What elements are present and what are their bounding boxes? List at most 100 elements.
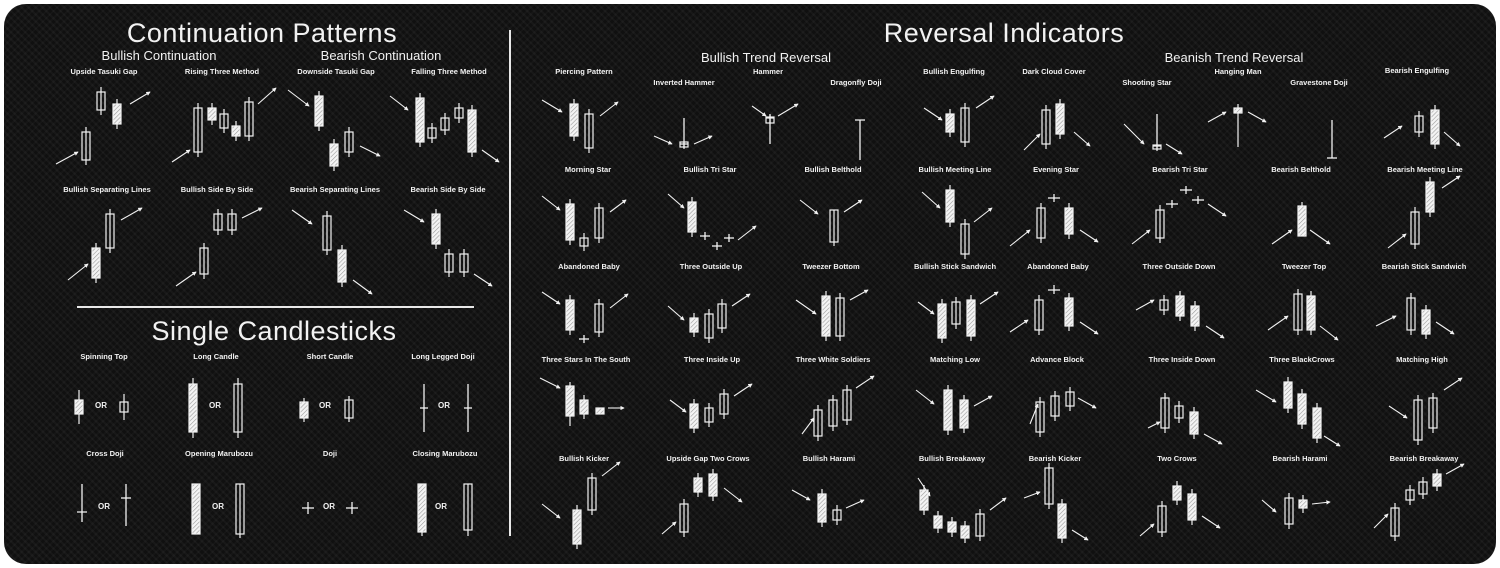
trend-arrow — [799, 199, 819, 215]
bearish-candle — [1306, 295, 1316, 331]
trend-arrow — [359, 145, 381, 157]
bearish-candle — [1430, 109, 1440, 145]
bearish-candle — [595, 407, 605, 415]
trend-arrow — [257, 87, 277, 105]
trend-arrow — [1388, 405, 1408, 419]
bearish-candle — [919, 489, 929, 511]
bullish-trend-reversal-subheading: Bullish Trend Reversal — [700, 50, 832, 65]
trend-arrow — [601, 461, 621, 477]
or-text: OR — [212, 502, 224, 511]
bearish-candle — [1283, 381, 1293, 409]
label-long-candle: Long Candle — [193, 352, 239, 361]
label-bullish-engulfing: Bullish Engulfing — [923, 67, 985, 76]
label-bearish-separating-lines: Bearish Separating Lines — [289, 185, 381, 194]
trend-arrow — [723, 487, 743, 503]
trend-arrow — [1311, 500, 1331, 505]
bearish-continuation-subheading: Bearish Continuation — [320, 48, 442, 63]
bullish-candle — [679, 141, 689, 148]
bearish-candle — [337, 249, 347, 283]
label-spinning-top: Spinning Top — [80, 352, 128, 361]
trend-arrow — [1201, 515, 1221, 529]
bullish-candle — [1065, 391, 1075, 407]
candlestick-illustrations — [55, 87, 1465, 549]
bearish-candle — [1432, 473, 1442, 487]
label-advance-block: Advance Block — [1030, 355, 1084, 364]
trend-arrow — [1435, 321, 1455, 335]
trend-arrow — [737, 225, 757, 241]
bullish-candle — [1410, 211, 1420, 245]
bullish-candle — [1413, 399, 1423, 441]
bullish-candle — [454, 107, 464, 119]
label-tweezer-bottom: Tweezer Bottom — [802, 262, 860, 271]
trend-arrow — [1267, 315, 1289, 331]
bullish-candle — [828, 399, 838, 427]
bearish-candle — [817, 493, 827, 523]
trend-arrow — [733, 383, 753, 397]
bearish-candle — [1297, 205, 1307, 237]
label-three-black-crows: Three BlackCrows — [1269, 355, 1335, 364]
bullish-candle — [344, 131, 354, 153]
bearish-candle — [207, 107, 217, 121]
bearish-candle — [945, 113, 955, 133]
trend-arrow — [989, 497, 1007, 511]
label-bullish-stick-sandwich: Bullish Stick Sandwich — [913, 262, 997, 271]
bullish-candle — [1174, 405, 1184, 419]
label-hanging-man: Hanging Man — [1214, 67, 1262, 76]
label-bullish-harami: Bullish Harami — [802, 454, 856, 463]
bearish-candle — [188, 383, 198, 433]
bearish-candle — [299, 401, 309, 419]
bearish-candle — [689, 403, 699, 429]
label-bearish-tri-star: Bearish Tri Star — [1152, 165, 1208, 174]
bullish-candle — [1035, 401, 1045, 433]
trend-arrow — [667, 193, 685, 209]
label-piercing-pattern: Piercing Pattern — [555, 67, 613, 76]
trend-arrow — [1009, 229, 1031, 247]
trend-arrow — [1079, 229, 1099, 243]
trend-arrow — [973, 207, 993, 223]
trend-arrow — [1375, 315, 1397, 327]
trend-arrow — [1165, 143, 1183, 155]
trend-arrow — [1029, 403, 1039, 425]
bearish-candle — [937, 303, 947, 339]
bearish-candle — [959, 399, 969, 429]
bullish-candle — [227, 213, 237, 231]
label-bearish-kicker: Bearish Kicker — [1028, 454, 1082, 463]
label-three-outside-up: Three Outside Up — [679, 262, 743, 271]
trend-arrow — [801, 417, 815, 435]
bearish-candle — [1064, 297, 1074, 327]
bullish-candle — [1418, 481, 1428, 495]
bullish-candle — [233, 383, 243, 433]
label-bullish-side-by-side: Bullish Side By Side — [180, 185, 254, 194]
bearish-candle — [1425, 181, 1435, 213]
label-opening-marubozu: Opening Marubozu — [185, 449, 253, 458]
trend-arrow — [287, 89, 310, 107]
bullish-candle — [119, 401, 129, 413]
bearish-candle — [1421, 309, 1431, 335]
bearish-candle — [943, 389, 953, 431]
or-text: OR — [435, 502, 447, 511]
trend-arrow — [1203, 433, 1223, 445]
bullish-candle — [960, 223, 970, 255]
label-dragonfly-doji: Dragonfly Doji — [830, 78, 882, 87]
trend-arrow — [120, 207, 143, 221]
label-cross-doji: Cross Doji — [86, 449, 124, 458]
trend-arrow — [667, 305, 685, 321]
bullish-candle — [219, 113, 229, 129]
trend-arrow — [1443, 131, 1461, 147]
bullish-continuation-subheading: Bullish Continuation — [101, 48, 217, 63]
bullish-candle — [213, 213, 223, 231]
trend-arrow — [55, 151, 79, 165]
bullish-candle — [105, 213, 115, 249]
label-bullish-belthold: Bullish Belthold — [804, 165, 862, 174]
bullish-candle — [587, 477, 597, 511]
trend-arrow — [1071, 529, 1089, 541]
bearish-candle — [565, 203, 575, 241]
bearish-candle — [933, 515, 943, 529]
bearish-candle — [1064, 207, 1074, 235]
label-rising-three-method: Rising Three Method — [184, 67, 260, 76]
bullish-candle — [1034, 299, 1044, 331]
label-hammer: Hammer — [752, 67, 784, 76]
bullish-candle — [1155, 209, 1165, 239]
trend-arrow — [923, 107, 943, 121]
or-text: OR — [438, 401, 450, 410]
